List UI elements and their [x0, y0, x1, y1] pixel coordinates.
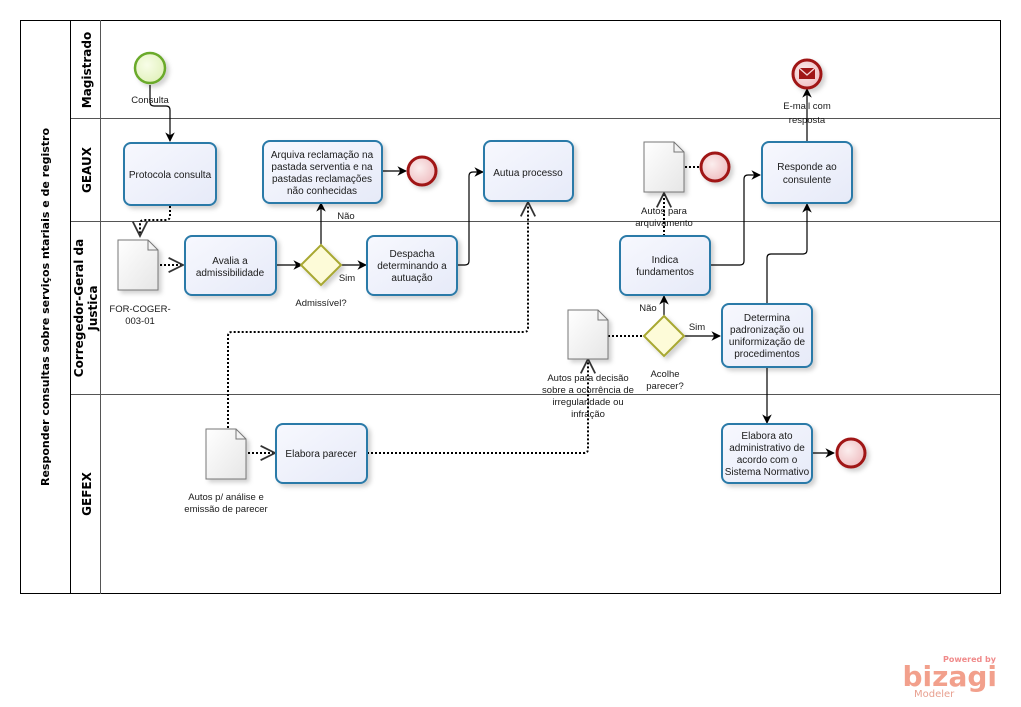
document-autos-analise-label: Autos p/ análise e	[188, 492, 264, 503]
gateway-acolhe-label: Acolhe	[650, 369, 679, 380]
associations	[140, 166, 699, 454]
end-event-arquivamento[interactable]	[699, 151, 731, 183]
lane-label-geaux: GEAUX	[80, 146, 94, 193]
end-event-email-label-line2: resposta	[789, 115, 826, 126]
task-despacha-autuacao[interactable]: Despacha determinando a autuação	[366, 235, 458, 296]
document-autos-arquivamento[interactable]	[643, 141, 685, 193]
task-label: administrativo de	[729, 443, 805, 454]
document-autos-decisao[interactable]	[567, 309, 609, 360]
task-label: Despacha	[389, 249, 434, 260]
gateway-admissivel-yes: Sim	[339, 273, 355, 284]
task-label: Avalia a	[212, 256, 248, 267]
task-label: admissibilidade	[196, 268, 265, 279]
gateway-acolhe-no: Não	[639, 303, 656, 314]
end-event-ato[interactable]	[835, 437, 867, 469]
lane-label-magistrado: Magistrado	[80, 32, 94, 108]
task-elabora-parecer[interactable]: Elabora parecer	[275, 423, 368, 484]
modeler-text: Modeler	[914, 689, 955, 700]
pool: Responder consultas sobre serviços ntari…	[20, 20, 1001, 594]
end-event-email[interactable]	[791, 58, 823, 90]
task-label: pastada serventia e na	[271, 162, 373, 173]
task-label: Autua processo	[493, 168, 563, 179]
task-label: pastadas reclamações	[272, 174, 372, 185]
task-label: uniformização de	[729, 337, 806, 348]
pool-title: Responder consultas sobre serviços ntari…	[39, 128, 52, 486]
document-autos-analise-label-line2: emissão de parecer	[184, 504, 267, 515]
document-autos-decisao-label-line2: sobre a ocorrência de	[542, 385, 634, 396]
document-for-coger-label-line2: 003-01	[125, 316, 155, 327]
assoc-elabora-to-doc-decisao	[367, 359, 588, 454]
task-label: Responde ao	[777, 162, 837, 173]
lane-label-corregedor: Corregedor-Geral da	[72, 239, 86, 377]
bizagi-wordmark: bizagi	[903, 660, 997, 693]
document-for-coger[interactable]	[117, 239, 159, 291]
assoc-doc-analise-to-autua	[227, 202, 528, 428]
flow-despacha-to-autua	[457, 167, 484, 266]
sequence-flows	[149, 85, 835, 458]
task-label: Arquiva reclamação na	[271, 150, 374, 161]
lane-label-corregedor-line2: Justica	[86, 285, 100, 331]
document-autos-arquivamento-label-line2: arquivamento	[635, 218, 693, 229]
document-autos-decisao-label: Autos para decisão	[547, 373, 628, 384]
task-protocola-consulta[interactable]: Protocola consulta	[123, 142, 217, 206]
task-label: não conhecidas	[287, 186, 357, 197]
gateway-admissivel[interactable]	[299, 243, 343, 287]
task-autua-processo[interactable]: Autua processo	[483, 140, 574, 202]
document-autos-decisao-label-line3: irregularidade ou	[552, 397, 623, 408]
task-label: fundamentos	[636, 267, 694, 278]
task-determina-padronizacao[interactable]: Determina padronização ou uniformização …	[721, 303, 813, 368]
task-label: consulente	[783, 175, 832, 186]
task-label: acordo com o	[737, 455, 798, 466]
task-label: Elabora parecer	[285, 449, 357, 460]
flow-start-to-protocola	[149, 85, 175, 142]
start-event-label: Consulta	[131, 95, 169, 106]
document-autos-decisao-label-line4: infração	[571, 409, 605, 420]
task-avalia-admissibilidade[interactable]: Avalia a admissibilidade	[184, 235, 277, 296]
task-label: Determina	[744, 313, 791, 324]
end-event-email-label: E-mail com	[783, 101, 831, 112]
document-for-coger-label: FOR-COGER-	[109, 304, 170, 315]
gateway-acolhe-label-line2: parecer?	[646, 381, 684, 392]
envelope-icon	[798, 67, 816, 79]
lane-label-gefex: GEFEX	[80, 471, 94, 515]
flow-determina-to-responde	[766, 203, 812, 304]
task-label: Sistema Normativo	[725, 467, 810, 478]
gateway-admissivel-no: Não	[337, 211, 354, 222]
gateway-acolhe-parecer[interactable]	[642, 314, 686, 358]
powered-by-text: Powered by	[943, 655, 997, 664]
task-label: padronização ou	[730, 325, 804, 336]
task-label: determinando a	[377, 261, 447, 272]
task-label: Protocola consulta	[129, 170, 212, 181]
task-label: Indica	[652, 255, 679, 266]
end-event-arquiva[interactable]	[406, 155, 438, 187]
document-autos-arquivamento-label: Autos para	[641, 206, 688, 217]
bizagi-logo: Powered by bizagi Modeler	[903, 655, 997, 700]
task-label: Elabora ato	[741, 431, 793, 442]
task-arquiva-reclamacao[interactable]: Arquiva reclamação na pastada serventia …	[262, 140, 383, 204]
flow-indica-to-responde	[710, 170, 761, 266]
task-label: procedimentos	[734, 349, 800, 360]
start-event-consulta[interactable]	[133, 51, 167, 85]
gateway-acolhe-yes: Sim	[689, 322, 705, 333]
task-indica-fundamentos[interactable]: Indica fundamentos	[619, 235, 711, 296]
task-elabora-ato-administrativo[interactable]: Elabora ato administrativo de acordo com…	[721, 423, 813, 484]
task-responde-ao-consulente[interactable]: Responde ao consulente	[761, 141, 853, 204]
document-autos-analise[interactable]	[205, 428, 247, 480]
gateway-admissivel-label: Admissível?	[295, 298, 346, 309]
task-label: autuação	[391, 273, 433, 284]
